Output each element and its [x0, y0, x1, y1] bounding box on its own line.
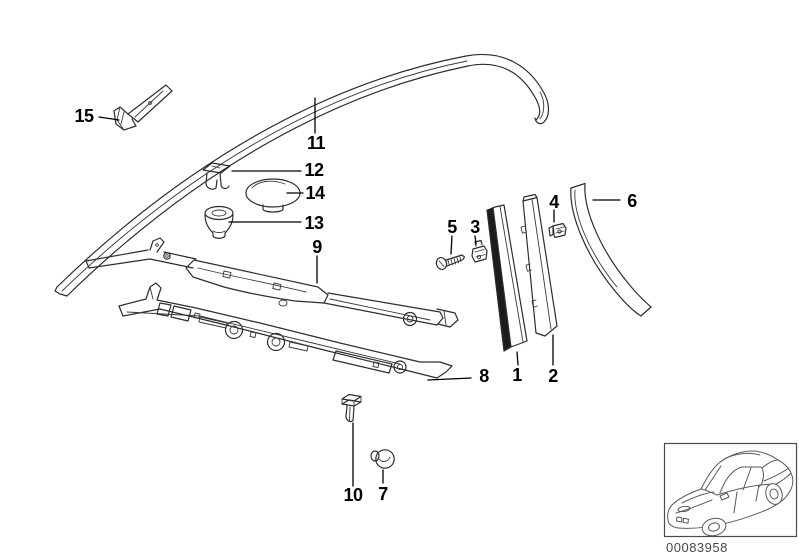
callout-part-9[interactable]: 9	[312, 237, 322, 257]
callout-part-15[interactable]: 15	[74, 106, 94, 126]
callout-part-4[interactable]: 4	[549, 192, 559, 212]
callout-part-11[interactable]: 11	[306, 133, 326, 153]
part-8-cowl-panel-lower-drawing	[118, 282, 453, 379]
part-11-roof-moulding-drawing	[54, 54, 550, 297]
part-14-dome-plug-drawing	[245, 178, 301, 213]
callout-part-13[interactable]: 13	[304, 213, 324, 233]
part-13-grommet-drawing	[204, 205, 234, 239]
part-4-clip-drawing	[548, 222, 567, 239]
vehicle-thumbnail	[663, 442, 798, 538]
part-1-pillar-trim-drawing	[486, 204, 528, 352]
diagram-image-number: 00083958	[666, 540, 728, 555]
callout-part-10[interactable]: 10	[343, 485, 363, 505]
callout-part-7[interactable]: 7	[378, 484, 388, 504]
callout-part-2[interactable]: 2	[548, 366, 558, 386]
part-6-sail-trim-drawing	[570, 182, 652, 317]
callout-part-14[interactable]: 14	[305, 183, 325, 203]
part-9-cowl-panel-upper-drawing	[85, 237, 459, 328]
callout-part-12[interactable]: 12	[304, 160, 324, 180]
part-3-clip-drawing	[471, 239, 488, 263]
callout-part-3[interactable]: 3	[470, 217, 480, 237]
part-10-rivet-drawing	[341, 393, 362, 423]
callout-part-6[interactable]: 6	[627, 191, 637, 211]
part-5-screw-drawing	[435, 254, 466, 271]
callout-part-8[interactable]: 8	[479, 366, 489, 386]
part-15-corner-cover-drawing	[113, 84, 173, 131]
callout-part-1[interactable]: 1	[512, 365, 522, 385]
callout-part-5[interactable]: 5	[447, 217, 457, 237]
leader-lines	[98, 97, 621, 487]
part-2-pillar-trim-drawing	[520, 193, 558, 337]
part-12-clip-drawing	[202, 162, 231, 190]
part-7-plug-drawing	[370, 449, 395, 469]
car-outline-icon	[667, 450, 794, 537]
